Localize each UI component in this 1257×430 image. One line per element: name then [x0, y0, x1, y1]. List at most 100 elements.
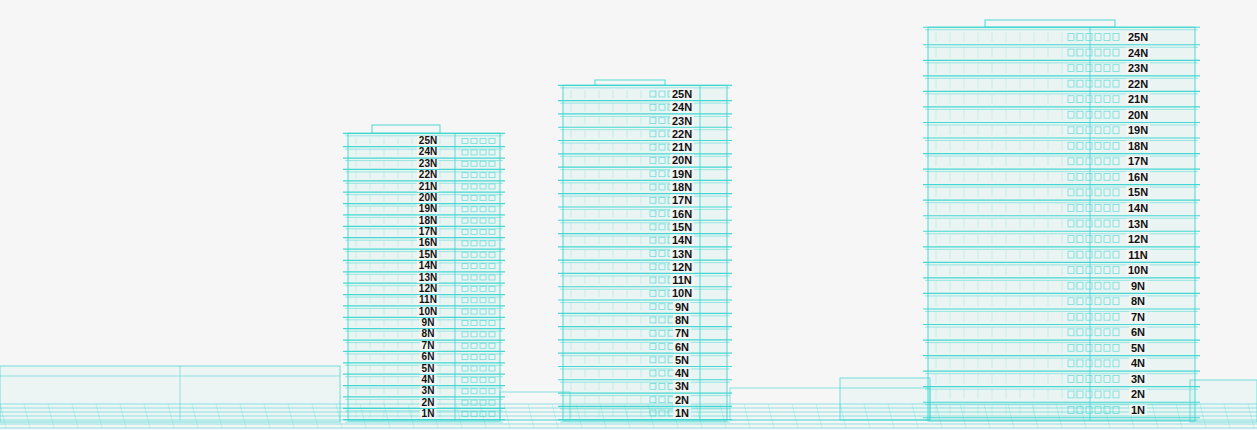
wire-line: [936, 141, 937, 150]
wire-line: [627, 409, 628, 417]
wire-line: [599, 409, 600, 417]
wire-line: [356, 342, 357, 349]
wire-line: [950, 219, 951, 228]
wire-line: [398, 342, 399, 349]
wire-line: [1048, 405, 1049, 414]
wire-line: [585, 409, 586, 417]
wire-line: [412, 206, 413, 213]
wire-line: [655, 289, 656, 297]
wire-line: [655, 103, 656, 111]
wire-line: [950, 32, 951, 41]
wire-box: [480, 400, 486, 405]
wire-box: [1095, 267, 1101, 274]
wire-box: [489, 366, 495, 371]
wire-box: [1068, 267, 1074, 274]
wire-line: [923, 44, 1200, 45]
wire-line: [613, 316, 614, 324]
wire-line: [370, 229, 371, 236]
wire-line: [936, 188, 937, 197]
wire-line: [1062, 157, 1063, 166]
wire-line: [1076, 265, 1077, 274]
wire-line: [627, 223, 628, 231]
floor-label: 16N: [670, 208, 694, 219]
wire-line: [144, 404, 150, 428]
wire-box: [1077, 49, 1083, 56]
floor-label: 17N: [670, 195, 694, 206]
wire-line: [571, 409, 572, 417]
wire-line: [1062, 188, 1063, 197]
wire-line: [440, 149, 441, 156]
wire-box: [489, 298, 495, 303]
wire-box: [471, 275, 477, 280]
wire-line: [571, 236, 572, 244]
wire-box: [595, 80, 665, 85]
wire-line: [370, 138, 371, 145]
wire-line: [560, 302, 730, 303]
floor-label: 14N: [417, 261, 439, 271]
wire-line: [585, 356, 586, 364]
wire-line: [669, 396, 670, 404]
wire-box: [372, 125, 440, 133]
wire-box: [471, 355, 477, 360]
wire-line: [978, 110, 979, 119]
wire-box: [1077, 298, 1083, 305]
wire-line: [343, 133, 505, 134]
wire-line: [1062, 141, 1063, 150]
wire-line: [560, 355, 730, 356]
wire-line: [1006, 281, 1007, 290]
wire-box: [659, 131, 665, 137]
floor-label: 5N: [420, 364, 437, 374]
wire-box: [659, 344, 665, 350]
wire-line: [398, 263, 399, 270]
wire-box: [1113, 344, 1119, 351]
wire-line: [964, 157, 965, 166]
wire-line: [1076, 234, 1077, 243]
wire-line: [370, 206, 371, 213]
floor-label: 10N: [417, 307, 439, 317]
wire-line: [356, 308, 357, 315]
wire-box: [489, 264, 495, 269]
wire-line: [627, 303, 628, 311]
wire-box: [462, 161, 468, 166]
wire-box: [1086, 220, 1092, 227]
wire-box: [480, 389, 486, 394]
wire-box: [1077, 407, 1083, 414]
wire-line: [978, 126, 979, 135]
wire-box: [480, 150, 486, 155]
floor-label: 15N: [417, 250, 439, 260]
wire-box: [1104, 329, 1110, 336]
wire-line: [585, 382, 586, 390]
wire-line: [964, 281, 965, 290]
wire-line: [669, 329, 670, 337]
wire-line: [558, 153, 732, 154]
wire-box: [1077, 282, 1083, 289]
wire-line: [440, 342, 441, 349]
wire-line: [585, 396, 586, 404]
wire-box: [1086, 282, 1092, 289]
wire-line: [384, 331, 385, 338]
wire-line: [840, 404, 846, 428]
wire-line: [1048, 265, 1049, 274]
wire-box: [659, 317, 665, 323]
wire-line: [923, 402, 1200, 403]
wire-line: [744, 404, 750, 428]
wire-line: [558, 419, 732, 420]
wire-line: [1062, 172, 1063, 181]
wire-line: [925, 420, 1198, 421]
floor-label: 6N: [420, 352, 437, 362]
wire-line: [558, 220, 732, 221]
wire-line: [412, 194, 413, 201]
wire-box: [480, 184, 486, 189]
wire-line: [613, 223, 614, 231]
wire-line: [599, 316, 600, 324]
wire-line: [627, 329, 628, 337]
wire-line: [599, 343, 600, 351]
wire-line: [950, 126, 951, 135]
wire-line: [356, 172, 357, 179]
wire-line: [1062, 312, 1063, 321]
wire-line: [398, 138, 399, 145]
wire-line: [950, 374, 951, 383]
wire-line: [1062, 328, 1063, 337]
wire-line: [440, 172, 441, 179]
wire-line: [455, 133, 456, 421]
